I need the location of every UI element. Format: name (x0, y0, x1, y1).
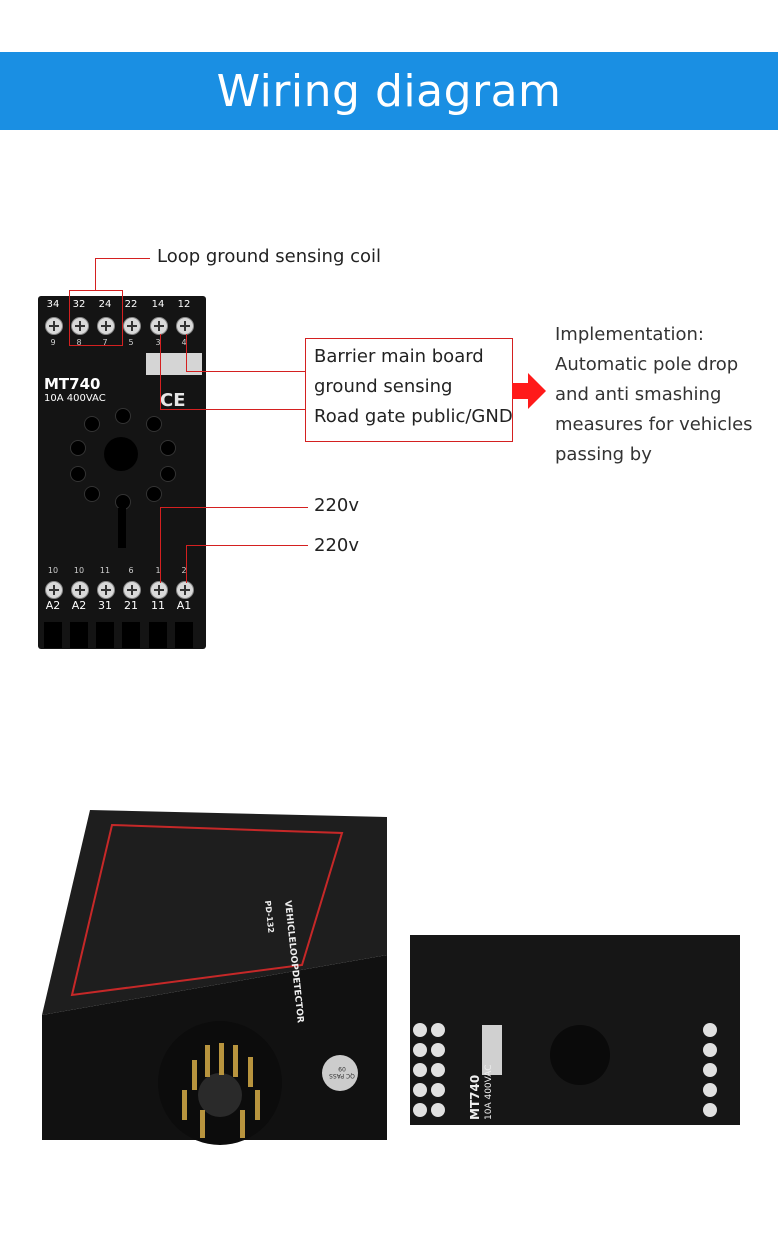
bottom-pin-label: 11 (151, 599, 165, 612)
implementation-line: Implementation: (555, 324, 704, 345)
barrier-box: Barrier main board ground sensing Road g… (305, 338, 513, 442)
bottom-notch (96, 622, 114, 648)
terminal-screw (176, 581, 194, 599)
barrier-label-1: Barrier main board (314, 346, 484, 367)
bottom-notch (175, 622, 193, 648)
ce-mark: CE (160, 390, 186, 411)
terminal-screw (150, 581, 168, 599)
gnd-line (160, 334, 161, 410)
top-pin-number: 3 (155, 338, 161, 347)
loop-bracket (95, 258, 96, 291)
implementation-text: Implementation: Automatic pole drop and … (555, 320, 753, 470)
implementation-line: passing by (555, 444, 652, 465)
barrier-line (186, 334, 187, 372)
bottom-pin-number: 11 (99, 566, 111, 575)
bottom-pin-label: A2 (45, 599, 61, 612)
gnd-line (160, 409, 306, 410)
top-pin-label: 24 (98, 299, 112, 310)
bottom-pin-number: 2 (181, 566, 187, 575)
terminal-screw (97, 581, 115, 599)
bottom-pin-number: 6 (128, 566, 134, 575)
implementation-line: measures for vehicles (555, 414, 753, 435)
top-pin-number: 7 (102, 338, 108, 347)
bottom-notch (44, 622, 62, 648)
top-pin-number: 8 (76, 338, 82, 347)
header-banner: Wiring diagram (0, 52, 778, 130)
bottom-pin-label: 21 (124, 599, 138, 612)
top-pin-label: 14 (151, 299, 165, 310)
implementation-line: Automatic pole drop (555, 354, 739, 375)
loop-bracket (95, 258, 150, 259)
top-pin-label: 32 (72, 299, 86, 310)
implementation-line: and anti smashing (555, 384, 722, 405)
power-line-1 (160, 507, 308, 508)
bottom-pin-label: 31 (98, 599, 112, 612)
top-pin-label: 34 (46, 299, 60, 310)
loop-detector-photo (42, 810, 387, 1145)
bottom-pin-number: 1 (155, 566, 161, 575)
terminal-screw (97, 317, 115, 335)
module-rating: 10A 400VAC (44, 393, 106, 404)
mounting-slot (118, 508, 126, 548)
base-model-label: MT740 (468, 1074, 482, 1120)
top-pin-label: 22 (124, 299, 138, 310)
top-pin-label: 12 (177, 299, 191, 310)
top-pin-number: 5 (128, 338, 134, 347)
terminal-screw (123, 317, 141, 335)
power-label-2: 220v (314, 535, 360, 556)
loop-label: Loop ground sensing coil (157, 246, 381, 267)
bottom-pin-number: 10 (47, 566, 59, 575)
relay-base-photo (410, 935, 740, 1125)
bottom-pin-label: A1 (176, 599, 192, 612)
power-label-1: 220v (314, 495, 360, 516)
bottom-notch (122, 622, 140, 648)
power-line-2 (186, 545, 308, 546)
terminal-screw (176, 317, 194, 335)
barrier-label-2: ground sensing (314, 376, 453, 397)
qc-sticker: QC PASS 09 (329, 1065, 355, 1079)
loop-bracket (69, 345, 123, 346)
socket-holes (62, 408, 182, 510)
loop-bracket (69, 290, 70, 346)
loop-bracket (69, 290, 123, 291)
terminal-screw (45, 581, 63, 599)
bottom-pin-number: 10 (73, 566, 85, 575)
barrier-label-3: Road gate public/GND (314, 406, 513, 427)
bottom-notch (70, 622, 88, 648)
bottom-notch (149, 622, 167, 648)
power-line-1 (160, 507, 161, 583)
page-title: Wiring diagram (216, 65, 562, 117)
loop-bracket (122, 290, 123, 346)
barrier-line (186, 371, 306, 372)
base-rating-label: 10A 400VAC (484, 1064, 494, 1120)
center-hole (104, 437, 138, 471)
module-model: MT740 (44, 375, 101, 393)
power-line-2 (186, 545, 187, 583)
terminal-screw (71, 317, 89, 335)
bottom-pin-label: A2 (71, 599, 87, 612)
terminal-screw (45, 317, 63, 335)
terminal-screw (123, 581, 141, 599)
top-pin-number: 4 (181, 338, 187, 347)
terminal-screw (71, 581, 89, 599)
right-arrow-icon (512, 373, 546, 409)
terminal-screw (150, 317, 168, 335)
top-pin-number: 9 (50, 338, 56, 347)
